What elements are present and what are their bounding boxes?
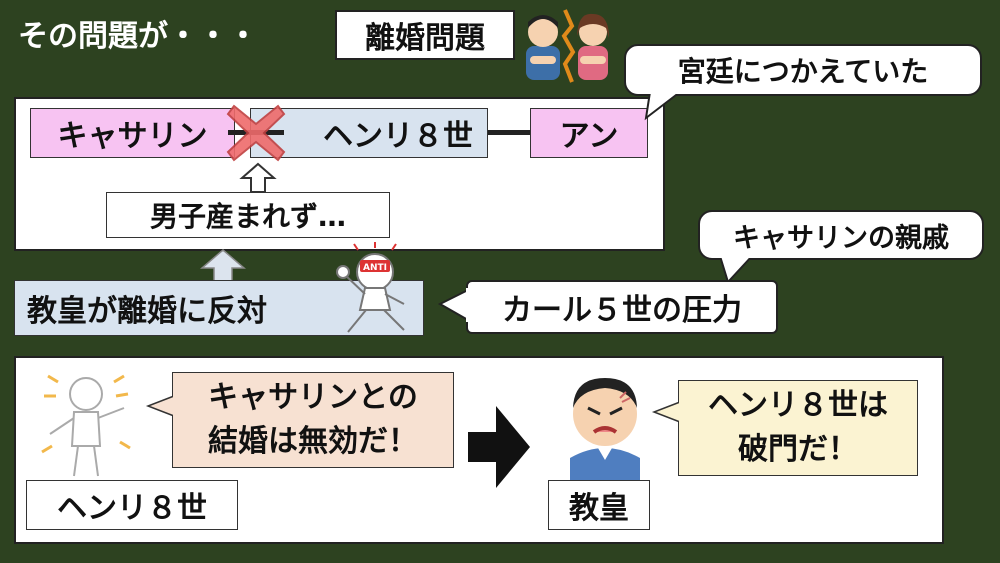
henry-box: ヘンリ８世 (250, 108, 488, 158)
pressure-tail (437, 288, 471, 322)
pope-speech-tail (651, 401, 683, 423)
divorce-cross-icon (226, 104, 286, 162)
catherine-box: キャサリン (30, 108, 235, 158)
no-son-box: 男子産まれず… (106, 192, 390, 238)
up-arrow-icon (239, 162, 277, 193)
henry-speech-line1: キャサリンとの (208, 380, 418, 415)
large-up-arrow-icon (199, 249, 247, 283)
henry-speech-tail (145, 395, 177, 417)
pressure-bubble: カール５世の圧力 (466, 280, 778, 334)
henry-figure-icon (41, 374, 131, 477)
protester-icon: ANTI (336, 242, 405, 333)
pope-opposes-box: 教皇が離婚に反対 (14, 280, 424, 336)
pressure-text: カール５世の圧力 (502, 293, 742, 328)
pope-label-box: 教皇 (548, 480, 650, 530)
anne-box: アン (530, 108, 648, 158)
pope-speech-line2: 破門だ！ (738, 432, 858, 467)
quarreling-couple-icon (526, 9, 609, 83)
pope-figure-icon (570, 378, 640, 480)
henry-speech-box: キャサリンとの 結婚は無効だ！ (172, 372, 454, 468)
marriage-line-anne (488, 130, 532, 135)
relative-note-bubble: キャサリンの親戚 (698, 210, 984, 260)
henry-speech-line2: 結婚は無効だ！ (208, 424, 418, 459)
anne-note-bubble: 宮廷につかえていた (624, 44, 982, 96)
anti-label: ANTI (363, 263, 387, 273)
topic-badge: 離婚問題 (335, 10, 515, 60)
header-title: その問題が・・・ (18, 19, 258, 54)
henry-label-box: ヘンリ８世 (26, 480, 238, 530)
pope-speech-box: ヘンリ８世は 破門だ！ (678, 380, 918, 476)
anne-note-text: 宮廷につかえていた (677, 55, 929, 88)
right-arrow-icon (468, 406, 530, 488)
pope-speech-line1: ヘンリ８世は (708, 388, 888, 423)
anne-note-tail (644, 90, 682, 121)
relative-note-text: キャサリンの親戚 (733, 222, 949, 254)
